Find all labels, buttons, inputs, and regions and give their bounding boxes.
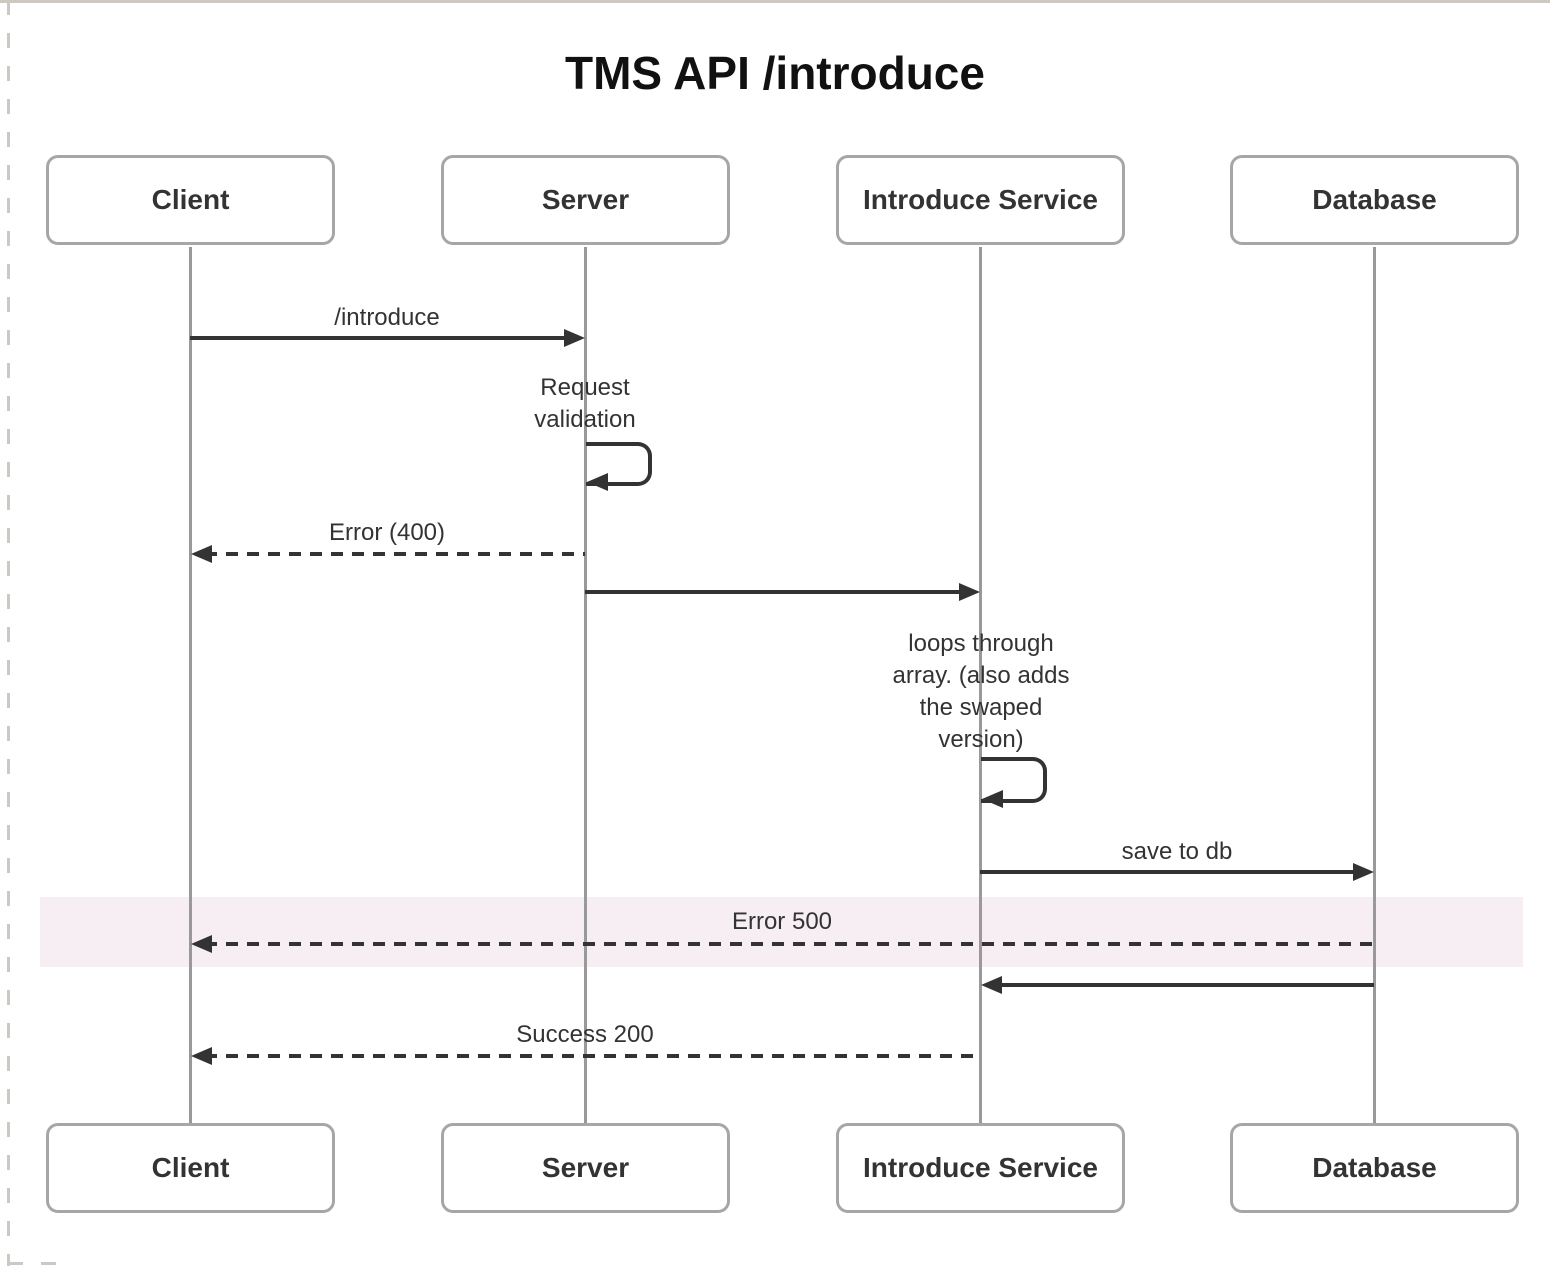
participant-client-bottom: Client xyxy=(46,1123,335,1213)
participant-label: Introduce Service xyxy=(863,184,1098,215)
lifeline-database xyxy=(1373,247,1376,1124)
canvas-border-left-dashed xyxy=(7,0,10,1266)
participant-label: Introduce Service xyxy=(863,1152,1098,1183)
message-label-loops-through-array: loops through array. (also adds the swap… xyxy=(892,630,1070,753)
lifeline-introduce-service xyxy=(979,247,982,1124)
participant-label: Database xyxy=(1312,1152,1437,1183)
canvas-border-bottom-dashed xyxy=(8,1262,68,1265)
message-label-save-to-db: save to db xyxy=(1121,838,1233,865)
arrowhead-left-icon xyxy=(982,790,1003,808)
participant-client-top: Client xyxy=(46,155,335,245)
participant-label: Database xyxy=(1312,184,1437,215)
arrowhead-left-icon xyxy=(191,935,212,953)
participant-introduce-service-top: Introduce Service xyxy=(836,155,1125,245)
message-label-request-validation: Request validation xyxy=(534,374,636,433)
participant-server-top: Server xyxy=(441,155,730,245)
arrow-server-to-introduce-line xyxy=(585,590,965,594)
arrowhead-left-icon xyxy=(587,473,608,491)
diagram-title: TMS API /introduce xyxy=(565,47,985,99)
message-label-success-200: Success 200 xyxy=(516,1021,654,1048)
arrow-database-to-introduce-line xyxy=(995,983,1374,987)
self-loop-loops-through-array xyxy=(981,757,1047,803)
participant-label: Server xyxy=(541,1152,630,1183)
arrowhead-right-icon xyxy=(564,329,585,347)
arrow-introduce-line xyxy=(190,336,570,340)
arrowhead-right-icon xyxy=(959,583,980,601)
arrowhead-right-icon xyxy=(1353,863,1374,881)
arrowhead-left-icon xyxy=(191,545,212,563)
message-label-error-500: Error 500 xyxy=(731,908,833,935)
arrow-save-to-db-line xyxy=(980,870,1359,874)
arrow-error-400-line xyxy=(205,552,585,556)
arrowhead-left-icon xyxy=(191,1047,212,1065)
lifeline-server xyxy=(584,247,587,1124)
participant-label: Server xyxy=(541,184,630,215)
participant-introduce-service-bottom: Introduce Service xyxy=(836,1123,1125,1213)
arrow-success-200-line xyxy=(205,1054,980,1058)
participant-label: Client xyxy=(151,1152,230,1183)
participant-database-bottom: Database xyxy=(1230,1123,1519,1213)
message-label-introduce: /introduce xyxy=(334,304,440,331)
participant-server-bottom: Server xyxy=(441,1123,730,1213)
participant-label: Client xyxy=(151,184,230,215)
lifeline-client xyxy=(189,247,192,1124)
arrow-error-500-line xyxy=(205,942,1374,946)
arrowhead-left-icon xyxy=(981,976,1002,994)
message-label-error-400: Error (400) xyxy=(328,519,446,546)
highlight-band xyxy=(40,897,1523,967)
participant-database-top: Database xyxy=(1230,155,1519,245)
canvas-border-top xyxy=(0,0,1550,3)
self-loop-request-validation xyxy=(586,442,652,486)
